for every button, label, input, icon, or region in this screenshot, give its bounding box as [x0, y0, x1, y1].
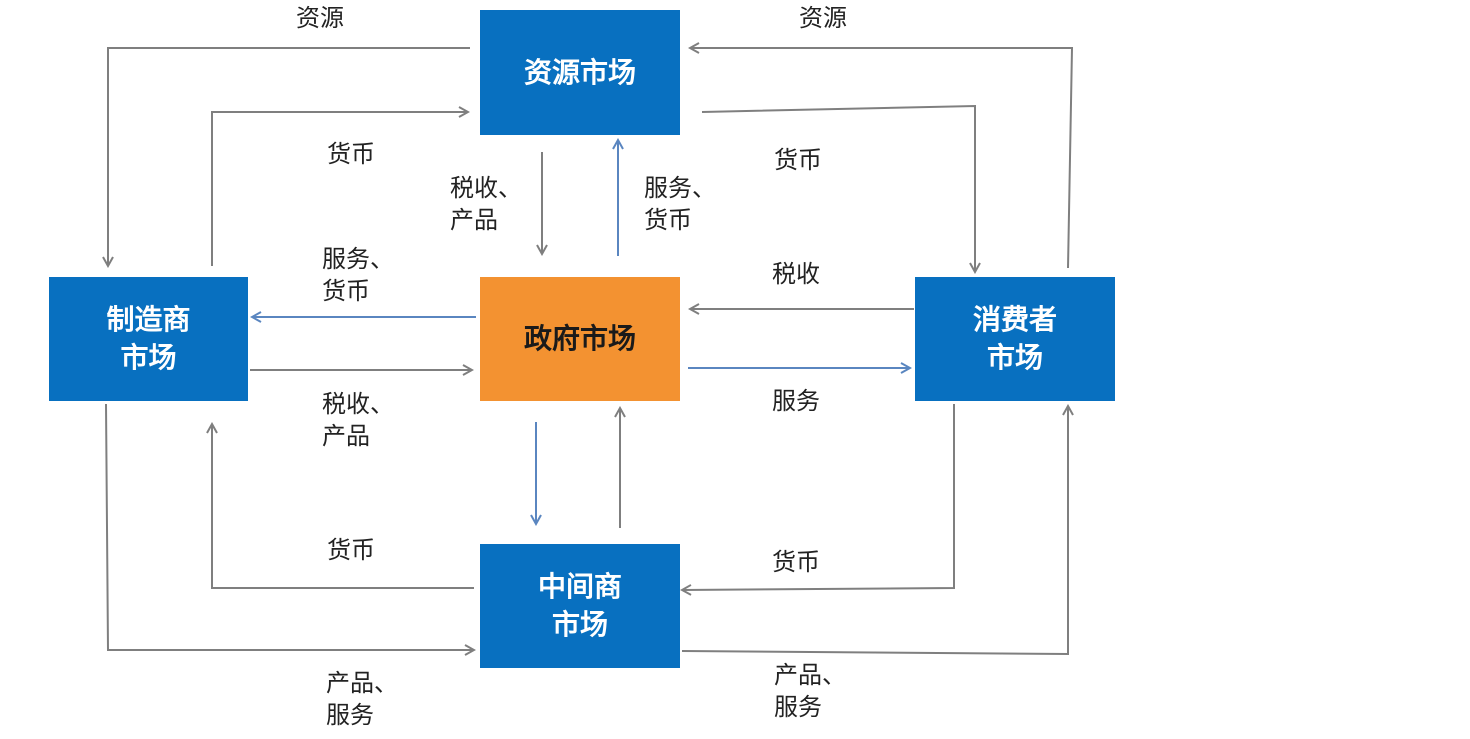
- consumer-market-node: 消费者 市场: [915, 277, 1115, 401]
- resource-market-node: 资源市场: [480, 10, 680, 135]
- arrow-intermediary-to-manufacturer-money: [212, 424, 474, 589]
- arrow-manufacturer-to-resource-money: [211, 112, 468, 266]
- manufacturer-market-label: 制造商 市场: [106, 303, 191, 374]
- label-gov-to-manufacturer: 服务、 货币: [322, 245, 394, 305]
- label-manufacturer-to-resource-money: 货币: [327, 140, 375, 168]
- label-resource-consumer-side: 资源: [799, 4, 847, 32]
- label-intermediary-to-manufacturer-money: 货币: [327, 536, 375, 564]
- label-intermediary-to-consumer: 产品、 服务: [774, 661, 846, 721]
- arrow-consumer-to-intermediary-money: [682, 404, 955, 590]
- label-gov-to-consumer: 服务: [772, 387, 820, 415]
- intermediary-market-label: 中间商 市场: [537, 570, 622, 641]
- label-manufacturer-to-gov: 税收、 产品: [322, 390, 394, 450]
- label-consumer-to-gov: 税收: [772, 260, 820, 288]
- resource-market-label: 资源市场: [523, 55, 636, 89]
- government-market-node: 政府市场: [480, 277, 680, 401]
- arrow-intermediary-to-consumer: [681, 406, 1068, 656]
- government-market-label: 政府市场: [523, 322, 636, 355]
- label-resource-to-consumer-money: 货币: [774, 146, 822, 174]
- arrow-resource-to-manufacturer: [108, 47, 470, 266]
- arrow-manufacturer-to-intermediary: [105, 403, 474, 650]
- intermediary-market-node: 中间商 市场: [480, 544, 680, 668]
- manufacturer-market-node: 制造商 市场: [49, 277, 248, 401]
- consumer-market-label: 消费者 市场: [972, 303, 1057, 374]
- label-resource-to-gov: 税收、 产品: [450, 174, 522, 234]
- arrow-consumer-to-resource: [690, 48, 1074, 269]
- label-consumer-to-intermediary-money: 货币: [772, 548, 820, 576]
- label-gov-to-resource: 服务、 货币: [644, 174, 716, 234]
- label-manufacturer-to-intermediary: 产品、 服务: [326, 669, 398, 729]
- label-resource-to-manufacturer: 资源: [296, 4, 344, 32]
- arrow-resource-to-consumer-money: [701, 104, 975, 272]
